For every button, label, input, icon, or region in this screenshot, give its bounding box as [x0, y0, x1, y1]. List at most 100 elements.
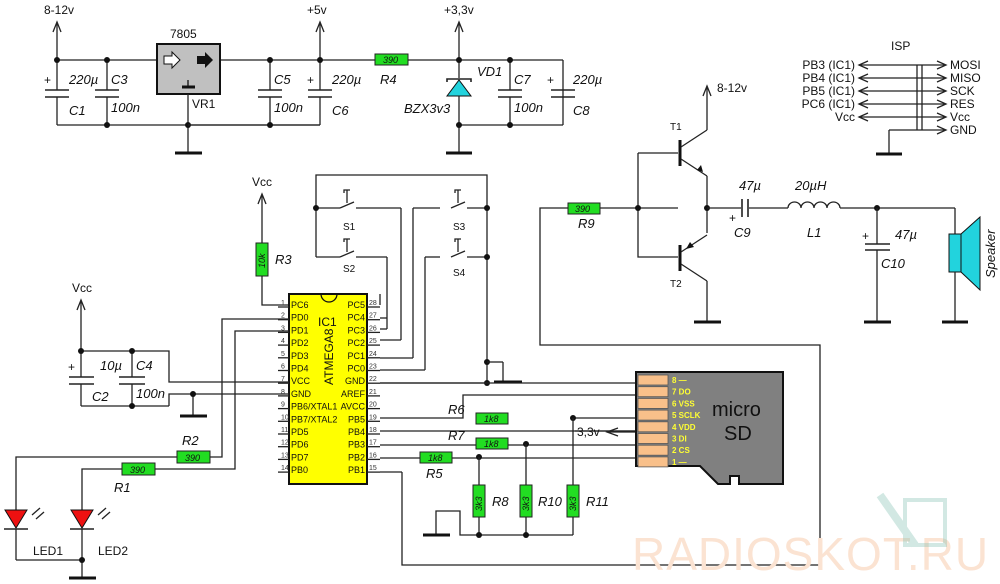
pin-number: 1	[281, 300, 285, 307]
sd-pin-label: 5 SCLK	[672, 411, 701, 420]
isp-left-label: PB3 (IC1)	[802, 58, 855, 72]
resistor-r5: 1k8 R5	[419, 451, 453, 481]
isp-right-label: SCK	[950, 84, 975, 98]
pin-number: 16	[369, 452, 377, 459]
svg-text:R11: R11	[586, 494, 609, 509]
svg-text:1k8: 1k8	[484, 439, 499, 449]
svg-text:47µ: 47µ	[739, 178, 761, 193]
svg-text:+: +	[44, 73, 51, 87]
svg-text:3k3: 3k3	[568, 496, 578, 511]
svg-text:220µ: 220µ	[331, 72, 361, 87]
resistor-r4: 390 R4	[374, 53, 409, 87]
pin-name: PD5	[291, 427, 309, 437]
svg-text:10µ: 10µ	[100, 358, 122, 373]
sd-pin: 3 DI	[637, 433, 687, 444]
svg-text:100n: 100n	[274, 100, 303, 115]
sd-pin-label: 3 DI	[672, 435, 687, 444]
svg-text:S4: S4	[453, 268, 466, 279]
sd-pin: 8 —	[637, 374, 687, 386]
capacitor-c6: + 220µ C6	[307, 57, 361, 125]
isp-left-label: PC6 (IC1)	[802, 97, 855, 111]
resistor-r11: 3k3 R11	[566, 484, 609, 518]
isp-row: Vcc	[835, 110, 948, 124]
regulator-vr1: 7805 VR1	[156, 27, 221, 155]
c3-value: 100n	[111, 100, 140, 115]
pin-name: PC3	[347, 325, 365, 335]
pin-name: PC5	[347, 300, 365, 310]
svg-text:3k3: 3k3	[521, 496, 531, 511]
svg-text:VD1: VD1	[477, 64, 502, 79]
transistor-t1: 8-12v T1	[670, 81, 747, 177]
capacitor-c9: + 47µ C9	[707, 178, 788, 240]
led1: LED1	[4, 507, 63, 560]
led-section: 390 R2 390 R1 LED1 LED2	[4, 318, 289, 580]
switch-s2[interactable]: S2	[339, 238, 387, 275]
switch-s4[interactable]: S4	[425, 238, 487, 279]
pin-number: 24	[369, 351, 377, 358]
resistor-r10: 3k3 R10	[519, 484, 563, 518]
svg-text:BZX3v3: BZX3v3	[404, 101, 451, 116]
capacitor-c10: + 47µ C10	[862, 208, 917, 324]
sd-pin-label: 6 VSS	[672, 399, 695, 408]
svg-text:+: +	[68, 360, 75, 374]
svg-text:Vcc: Vcc	[252, 175, 272, 189]
switch-s1[interactable]: S1	[339, 189, 401, 233]
svg-text:R3: R3	[275, 252, 292, 267]
pin-number: 21	[369, 389, 377, 396]
sd-pin: 2 CS	[637, 444, 690, 456]
pin-number: 27	[369, 313, 377, 320]
sd-pin-label: 7 DO	[672, 388, 691, 397]
ic-ref: IC1	[318, 315, 337, 329]
pin-name: PC0	[347, 364, 365, 374]
pin-number: 9	[281, 402, 285, 409]
pin-name: PD1	[291, 325, 309, 335]
v5-label: +5v	[307, 3, 327, 17]
isp-right-label: MISO	[950, 71, 981, 85]
isp-connector: ISP PB3 (IC1)PB4 (IC1)PB5 (IC1)PC6 (IC1)…	[802, 39, 981, 156]
pin-number: 26	[369, 325, 377, 332]
pin-number: 17	[369, 440, 377, 447]
c3-ref: C3	[111, 72, 128, 87]
isp-right-label: RES	[950, 97, 975, 111]
pin-name: PB0	[291, 465, 308, 475]
svg-text:R8: R8	[492, 494, 509, 509]
svg-text:390: 390	[383, 55, 398, 65]
svg-text:C2: C2	[92, 389, 109, 404]
switch-s3[interactable]: S3	[413, 189, 487, 233]
pin-number: 5	[281, 351, 285, 358]
resistor-r8: 3k3 R8	[472, 484, 509, 518]
pin-name: PC1	[347, 351, 365, 361]
power-supply: 8-12v + 220µ C1 C3 100n	[44, 3, 602, 155]
resistor-r3: Vcc 10k R3	[252, 175, 292, 306]
switch-block: S1 S2 S3 S4	[313, 174, 522, 386]
svg-text:3k3: 3k3	[474, 496, 484, 511]
ic-pin-right: 26 PC3	[347, 325, 380, 335]
pin-number: 25	[369, 338, 377, 345]
sd-pin: 5 SCLK	[637, 409, 701, 421]
capacitor-c1: + 220µ C1	[44, 60, 98, 125]
pin-name: PD4	[291, 364, 309, 374]
pin-name: PD6	[291, 440, 309, 450]
v33-label: +3,3v	[444, 3, 474, 17]
speaker: Speaker	[942, 208, 998, 324]
svg-text:1k8: 1k8	[428, 453, 443, 463]
svg-text:LED2: LED2	[98, 544, 128, 558]
svg-text:S1: S1	[343, 222, 356, 233]
svg-text:220µ: 220µ	[572, 72, 602, 87]
resistor-r2: 390 R2	[176, 433, 211, 464]
svg-text:C4: C4	[136, 358, 153, 373]
pin-number: 7	[281, 376, 285, 383]
svg-text:47µ: 47µ	[895, 227, 917, 242]
sd-pin: 7 DO	[637, 386, 691, 398]
sd-level-shifters: 1k8 R6 1k8 R7 1k8 R5 3k3 R8 3k3 R10	[419, 402, 636, 538]
sd-pin-label: 4 VDD	[672, 423, 696, 432]
